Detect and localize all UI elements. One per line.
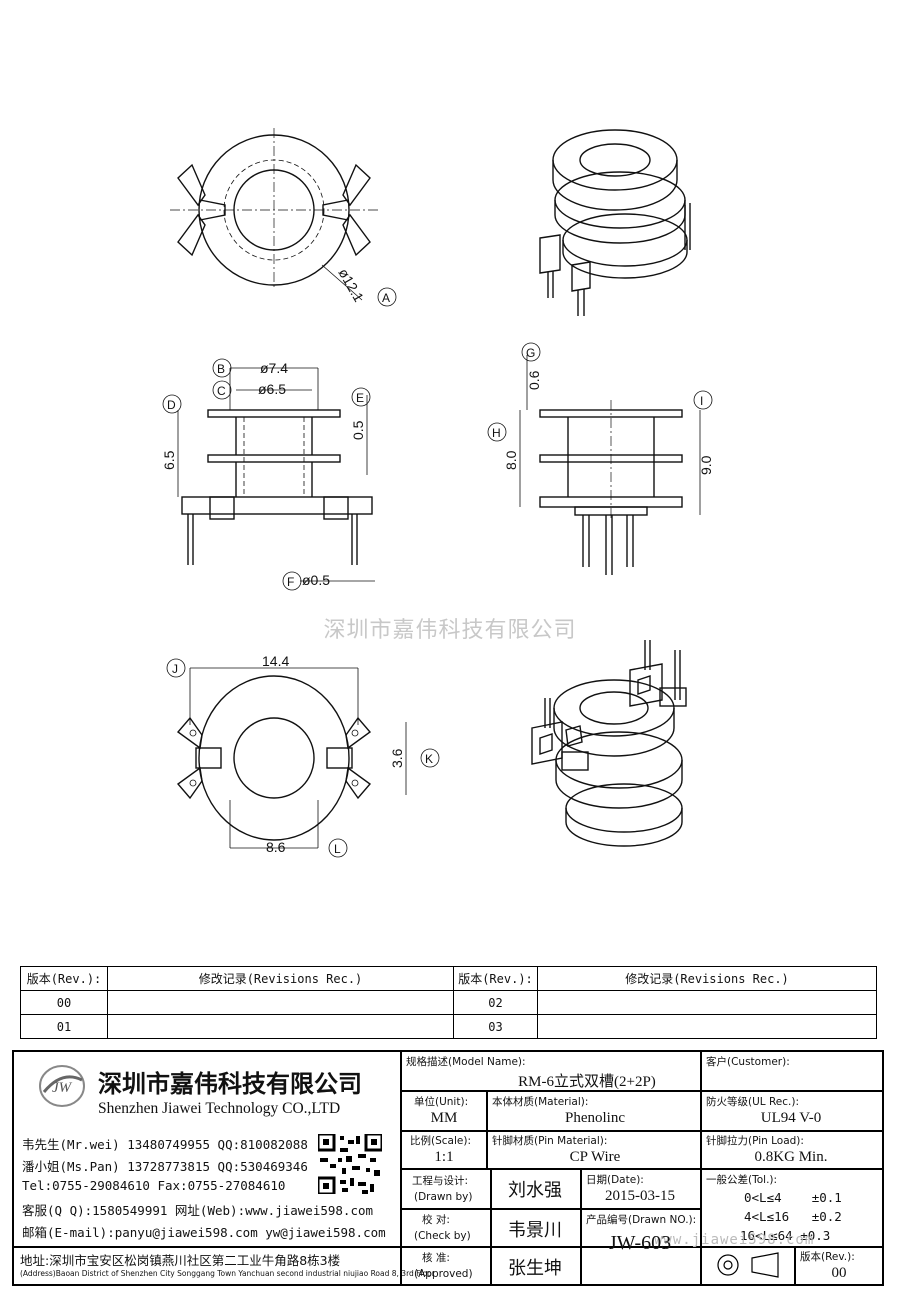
- revision-header-row: 版本(Rev.): 修改记录(Revisions Rec.) 版本(Rev.):…: [20, 966, 877, 991]
- rec-cell: [537, 1014, 877, 1039]
- ref-j: J: [172, 662, 178, 676]
- model-value: RM-6立式双槽(2+2P): [518, 1074, 656, 1090]
- tolerance-row: 0<L≤4 ±0.1: [744, 1190, 842, 1205]
- model-label: 规格描述(Model Name):: [406, 1056, 526, 1068]
- contact-line: 潘小姐(Ms.Pan) 13728773815 QQ:530469346: [22, 1159, 308, 1174]
- dim-3-6: 3.6: [389, 748, 405, 768]
- ref-f: F: [287, 575, 294, 589]
- contact-line: 韦先生(Mr.wei) 13480749955 QQ:810082088: [22, 1137, 308, 1152]
- approved-label-cn: 核 准:: [422, 1252, 450, 1264]
- front-view: ø7.4 ø6.5 6.5 0.5 ø0.5 B C D E F: [161, 358, 375, 591]
- dim-8-6: 8.6: [266, 839, 286, 855]
- iso-view-top: [539, 129, 691, 316]
- ref-h: H: [492, 426, 501, 440]
- contact-line: 邮箱(E-mail):panyu@jiawei598.com yw@jiawei…: [22, 1225, 386, 1240]
- company-name-en: Shenzhen Jiawei Technology CO.,LTD: [98, 1100, 341, 1117]
- tolerance-row: 4<L≤16 ±0.2: [744, 1209, 842, 1224]
- rec-header-b: 修改记录(Revisions Rec.): [537, 966, 877, 991]
- address-cn: 地址:深圳市宝安区松岗镇燕川社区第二工业牛角路8栋3楼: [20, 1253, 341, 1268]
- dim-0-5-top: 0.5: [350, 420, 366, 440]
- tolerance-row: 16<L≤64 ±0.3: [740, 1228, 831, 1243]
- bottom-view: 14.4 8.6 3.6 J K L: [166, 653, 440, 858]
- dim-0-6: 0.6: [526, 370, 542, 390]
- rec-cell: [107, 990, 454, 1015]
- contact-line: Tel:0755-29084610 Fax:0755-27084610: [22, 1178, 286, 1193]
- ref-l: L: [334, 842, 341, 856]
- ul-value: UL94 V-0: [760, 1110, 822, 1126]
- technical-drawing: .ln { stroke:#111; stroke-width:1.4; fil…: [161, 128, 714, 858]
- drawn-by-label-en: (Drawn by): [414, 1191, 473, 1203]
- revision-table: 版本(Rev.): 修改记录(Revisions Rec.) 版本(Rev.):…: [20, 966, 877, 1039]
- tolerance-label: 一般公差(Tol.):: [706, 1174, 778, 1186]
- dim-9-0: 9.0: [698, 455, 714, 475]
- dim-phi-0-5: ø0.5: [302, 572, 330, 588]
- pin-load-label: 针脚拉力(Pin Load):: [706, 1135, 804, 1147]
- date-label: 日期(Date):: [586, 1174, 644, 1186]
- check-by-label-cn: 校 对:: [422, 1214, 450, 1226]
- dim-phi-6-5: ø6.5: [258, 381, 286, 397]
- approved-label-en: (Approved): [414, 1268, 473, 1280]
- dim-8-0: 8.0: [503, 450, 519, 470]
- rev-header-a: 版本(Rev.):: [20, 966, 108, 991]
- drawn-by-value: 刘水强: [508, 1180, 562, 1201]
- projection-symbol-icon: [708, 1250, 790, 1280]
- rev-cell: 02: [453, 990, 538, 1015]
- unit-label: 单位(Unit):: [414, 1096, 469, 1108]
- drawn-no-label: 产品编号(Drawn NO.):: [586, 1214, 697, 1226]
- rev-cell: 01: [20, 1014, 108, 1039]
- dim-6-5: 6.5: [161, 450, 177, 470]
- address-en: (Address)Baoan District of Shenzhen City…: [20, 1269, 435, 1278]
- rev-cell: 03: [453, 1014, 538, 1039]
- top-view: ø12.1 A: [170, 128, 397, 307]
- check-by-label-en: (Check by): [414, 1230, 471, 1242]
- ref-c: C: [217, 384, 226, 398]
- title-block: JW 深圳市嘉伟科技有限公司 Shenzhen Jiawei Technolog…: [12, 1050, 884, 1286]
- logo-text: JW: [52, 1080, 73, 1096]
- version-label: 版本(Rev.):: [800, 1251, 855, 1263]
- dim-phi-7-4: ø7.4: [260, 360, 288, 376]
- pin-material-label: 针脚材质(Pin Material):: [492, 1135, 608, 1147]
- iso-view-bottom: [531, 640, 687, 847]
- ref-e: E: [356, 391, 364, 405]
- scale-value: 1:1: [434, 1149, 454, 1165]
- ref-b: B: [217, 362, 225, 376]
- company-name-cn: 深圳市嘉伟科技有限公司: [98, 1070, 362, 1098]
- rev-header-b: 版本(Rev.):: [453, 966, 538, 991]
- ref-g: G: [526, 346, 535, 360]
- dim-phi-12-1: ø12.1: [335, 266, 367, 305]
- customer-label: 客户(Customer):: [706, 1056, 790, 1068]
- qr-code: [316, 1132, 384, 1196]
- revision-row: 00 02: [20, 990, 877, 1015]
- revision-row: 01 03: [20, 1014, 877, 1039]
- contact-line: 客服(Q Q):1580549991 网址(Web):www.jiawei598…: [22, 1203, 374, 1218]
- check-by-value: 韦景川: [508, 1220, 562, 1241]
- watermark-text: 深圳市嘉伟科技有限公司: [323, 618, 577, 643]
- faint-url: www.jiawei598.com: [654, 1232, 815, 1248]
- company-logo: JW: [38, 1062, 86, 1110]
- date-value: 2015-03-15: [605, 1188, 675, 1204]
- material-value: Phenolinc: [565, 1110, 625, 1126]
- ref-a: A: [382, 291, 390, 305]
- drawn-by-label-cn: 工程与设计:: [412, 1175, 469, 1187]
- version-value: 00: [831, 1265, 847, 1281]
- side-view: 0.6 8.0 9.0 G H I: [487, 342, 714, 575]
- rec-cell: [537, 990, 877, 1015]
- rev-cell: 00: [20, 990, 108, 1015]
- rec-header-a: 修改记录(Revisions Rec.): [107, 966, 454, 991]
- rec-cell: [107, 1014, 454, 1039]
- ref-k: K: [425, 752, 433, 766]
- approved-value: 张生坤: [508, 1258, 562, 1279]
- scale-label: 比例(Scale):: [410, 1135, 471, 1147]
- pin-load-value: 0.8KG Min.: [754, 1149, 828, 1165]
- ref-d: D: [167, 398, 176, 412]
- drawn-no-value: JW-603: [608, 1232, 672, 1254]
- material-label: 本体材质(Material):: [492, 1096, 589, 1108]
- unit-value: MM: [430, 1110, 458, 1126]
- ul-label: 防火等级(UL Rec.):: [706, 1096, 799, 1108]
- dim-14-4: 14.4: [262, 653, 289, 669]
- pin-material-value: CP Wire: [569, 1149, 621, 1165]
- ref-i: I: [700, 394, 703, 408]
